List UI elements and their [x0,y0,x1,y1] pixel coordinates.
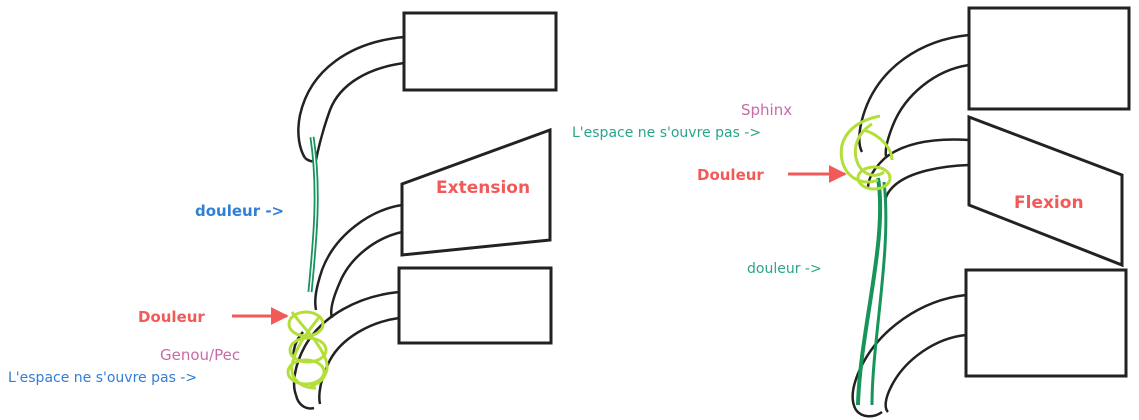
left-note-label: L'espace ne s'ouvre pas -> [8,370,197,386]
upper-arch-right [858,33,970,157]
left-pain-top-label: douleur -> [195,202,284,220]
right-title: Flexion [1014,193,1084,213]
right-pain-top-label: Douleur [697,166,764,184]
facet-swirl-right [839,114,894,191]
lower-vertebra-box-right [964,268,1128,378]
left-pain-bottom-label: Douleur [138,308,205,326]
left-title: Extension [436,178,530,198]
right-pose-label: Sphinx [741,101,792,119]
right-note-label: L'espace ne s'ouvre pas -> [572,125,761,141]
lower-vertebra-box [397,266,553,345]
middle-vertebra-trapezoid-right [967,114,1124,268]
pain-line-right [856,177,883,406]
lower-arch [292,290,400,410]
upper-vertebra-box-right [967,6,1131,111]
left-pose-label: Genou/Pec [160,346,240,364]
left-panel [232,11,558,410]
middle-vertebra-trapezoid [400,127,552,257]
right-panel [788,6,1131,418]
upper-vertebra-box [402,11,558,92]
middle-arch [314,203,403,319]
lower-arch-right [851,293,967,418]
right-pain-bottom-label: douleur -> [747,261,822,277]
facet-swirl-left [286,310,329,390]
